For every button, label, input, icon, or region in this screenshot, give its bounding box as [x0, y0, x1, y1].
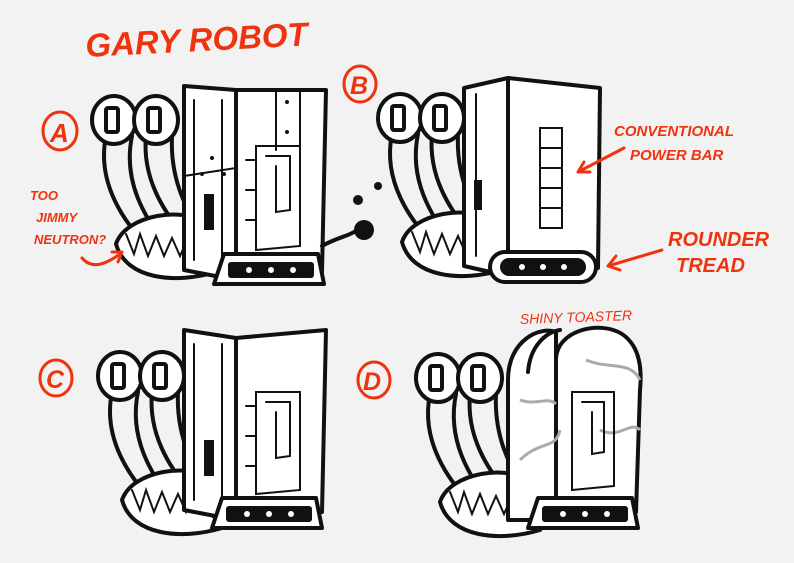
variant-c-badge: C [38, 358, 74, 398]
variant-a-badge: A [41, 110, 79, 152]
variant-a-tread [212, 252, 326, 286]
variant-c: C [38, 328, 328, 537]
variant-d: D SHINY TOASTER [356, 307, 643, 539]
variant-d-toaster-shell [506, 325, 643, 522]
variant-a-note-arrow [80, 252, 122, 267]
variant-a-note-line-3: NEUTRON? [34, 232, 106, 247]
variant-a-note: TOO JIMMY NEUTRON? [30, 188, 124, 267]
variant-a-robot-shell [182, 84, 328, 282]
variant-b-badge: B [342, 64, 378, 104]
variant-b-note-line-3: ROUNDER [668, 229, 770, 251]
variant-b-note-line-1: CONVENTIONAL [614, 123, 734, 140]
variant-b-note-line-2: POWER BAR [630, 147, 724, 164]
variant-c-tread [210, 496, 324, 530]
variant-d-badge: D [356, 360, 392, 400]
variant-b-rounder-tread [488, 250, 598, 284]
variant-c-letter: C [46, 366, 65, 394]
variant-b-note-power-bar: CONVENTIONAL POWER BAR [576, 123, 734, 174]
variant-b-robot-shell [462, 76, 602, 278]
variant-a: A [30, 84, 382, 286]
variant-a-note-line-2: JIMMY [36, 210, 79, 225]
sheet-title: GARY ROBOT [84, 15, 311, 64]
variant-b-letter: B [350, 72, 368, 100]
variant-a-letter: A [49, 118, 69, 148]
variant-b-tread-arrow [606, 248, 664, 268]
variant-b-note-tread: ROUNDER TREAD [606, 229, 770, 277]
variant-d-tread [526, 496, 640, 530]
variant-a-dust-puffs [320, 182, 382, 248]
variant-d-letter: D [363, 368, 381, 396]
variant-c-robot-shell [182, 328, 328, 522]
variant-d-note: SHINY TOASTER [520, 307, 633, 327]
variant-b-note-line-4: TREAD [676, 255, 745, 277]
variant-b: B CONVENTIONAL POWER BAR [342, 64, 770, 284]
variant-b-power-bar-arrow [576, 146, 626, 174]
variant-a-note-line-1: TOO [30, 188, 58, 203]
